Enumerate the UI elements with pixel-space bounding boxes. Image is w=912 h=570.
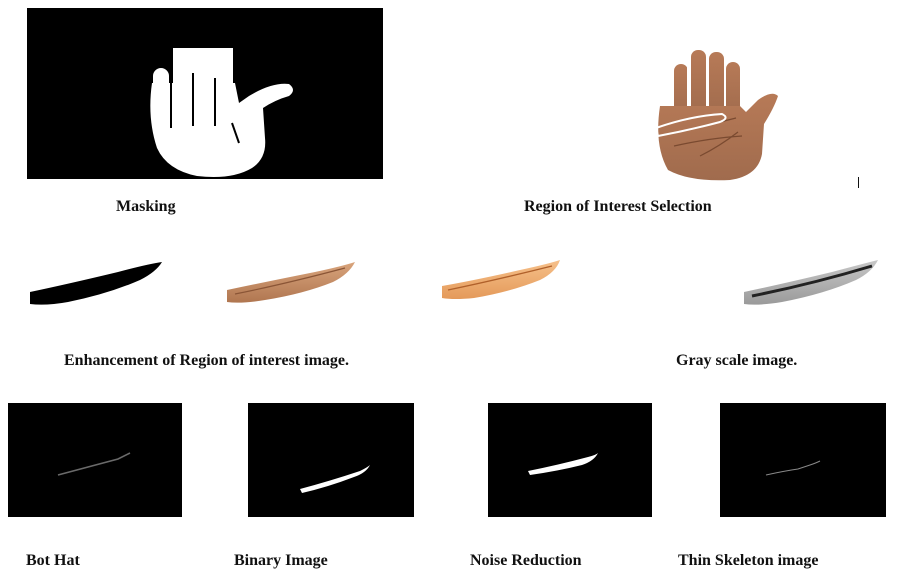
noise-reduction-label: Noise Reduction <box>470 552 582 570</box>
noise-reduction-image <box>488 403 652 517</box>
roi-enhanced-strip <box>440 258 562 304</box>
bot-hat-label: Bot Hat <box>26 552 80 570</box>
enhancement-label: Enhancement of Region of interest image. <box>64 352 349 370</box>
roi-selection-image <box>650 46 782 182</box>
roi-color-strip <box>225 260 357 306</box>
masking-label: Masking <box>116 198 176 216</box>
thin-skeleton-label: Thin Skeleton image <box>678 552 818 570</box>
roi-label: Region of Interest Selection <box>524 198 712 216</box>
bot-hat-image <box>8 403 182 517</box>
gray-scale-strip <box>742 258 880 308</box>
gray-scale-label: Gray scale image. <box>676 352 797 370</box>
cursor-marker <box>858 177 859 188</box>
binary-image-label: Binary Image <box>234 552 328 570</box>
roi-mask-strip <box>28 258 164 308</box>
masking-image <box>27 8 383 179</box>
binary-image <box>248 403 414 517</box>
thin-skeleton-image <box>720 403 886 517</box>
